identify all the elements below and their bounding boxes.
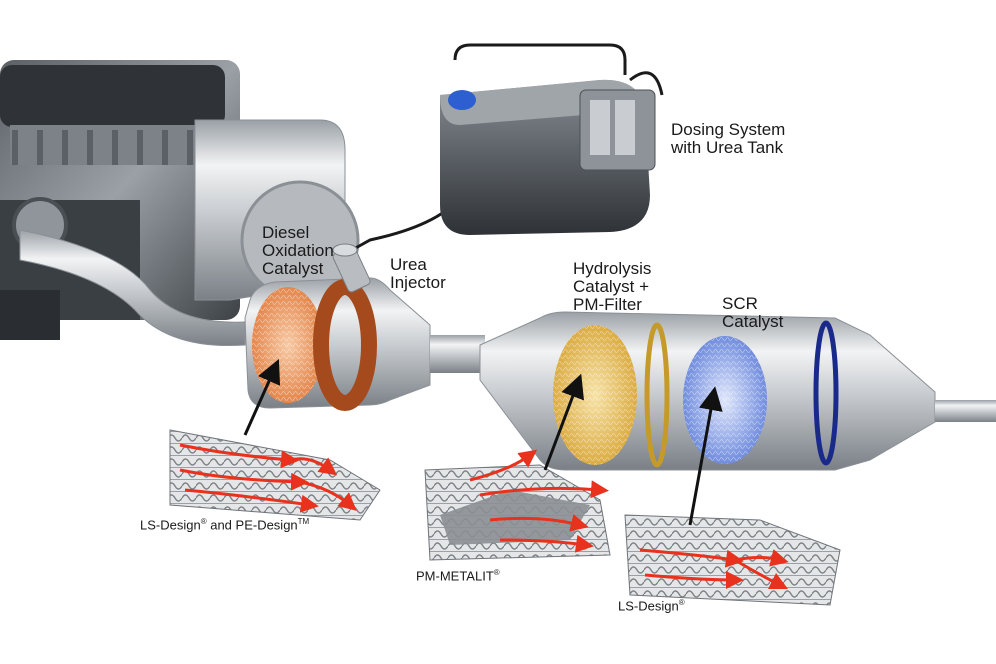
- label-doc-line2: Oxidation: [262, 241, 334, 260]
- label-hydrolysis-line2: Catalyst +: [573, 277, 650, 296]
- label-scr-line1: SCR: [722, 294, 758, 313]
- pointer-arrow-doc: [243, 359, 281, 436]
- label-scr-catalyst: SCR Catalyst: [722, 295, 783, 331]
- label-hydrolysis-line1: Hydrolysis: [573, 259, 652, 278]
- label-dosing-system: Dosing System with Urea Tank: [671, 121, 785, 157]
- label-urea-injector: Urea Injector: [390, 256, 446, 292]
- caption-ls-pe-part1: LS-Design: [140, 517, 201, 533]
- caption-ls-pe-part2: and PE-Design: [206, 517, 298, 533]
- label-dosing-line2: with Urea Tank: [671, 138, 784, 157]
- label-dosing-line1: Dosing System: [671, 120, 786, 139]
- label-doc-line3: Catalyst: [262, 259, 324, 278]
- label-hydrolysis-catalyst: Hydrolysis Catalyst + PM-Filter: [573, 260, 651, 314]
- caption-pm-metalit: PM-METALIT®: [416, 566, 500, 583]
- doc-substrate-ring: [313, 279, 377, 411]
- pointer-arrow-scr: [688, 386, 723, 526]
- label-doc-line1: Diesel: [262, 223, 310, 242]
- caption-ls-design-reg: ®: [678, 598, 685, 607]
- scr-canister-band: [813, 320, 839, 466]
- label-injector-line1: Urea: [390, 255, 427, 274]
- pm-metalit-cutaway: [424, 449, 611, 561]
- caption-ls-design: LS-Design®: [618, 596, 685, 613]
- caption-ls-pe-reg: ®: [200, 517, 207, 526]
- label-hydrolysis-line3: PM-Filter: [573, 295, 642, 314]
- label-scr-line2: Catalyst: [722, 312, 784, 331]
- caption-ls-pe-design: LS-Design® and PE-DesignTM: [140, 515, 309, 532]
- urea-injector: [332, 243, 371, 293]
- caption-pm-metalit-reg: ®: [493, 568, 500, 577]
- caption-ls-design-text: LS-Design: [618, 598, 679, 614]
- dosing-system-urea-tank: [440, 43, 664, 235]
- scr-canister: [479, 311, 996, 471]
- ls-design-cutaway: [624, 514, 841, 606]
- caption-pm-metalit-text: PM-METALIT: [416, 568, 494, 584]
- label-diesel-oxidation-catalyst: Diesel Oxidation Catalyst: [262, 224, 334, 278]
- label-injector-line2: Injector: [390, 273, 446, 292]
- ls-pe-design-cutaway: [169, 429, 381, 521]
- tank-filler-cap: [448, 90, 476, 110]
- caption-ls-pe-tm: TM: [297, 517, 310, 526]
- doc-canister: [244, 277, 485, 411]
- exhaust-downpipe: [19, 229, 246, 347]
- pointer-arrow-hydrolysis: [543, 373, 585, 471]
